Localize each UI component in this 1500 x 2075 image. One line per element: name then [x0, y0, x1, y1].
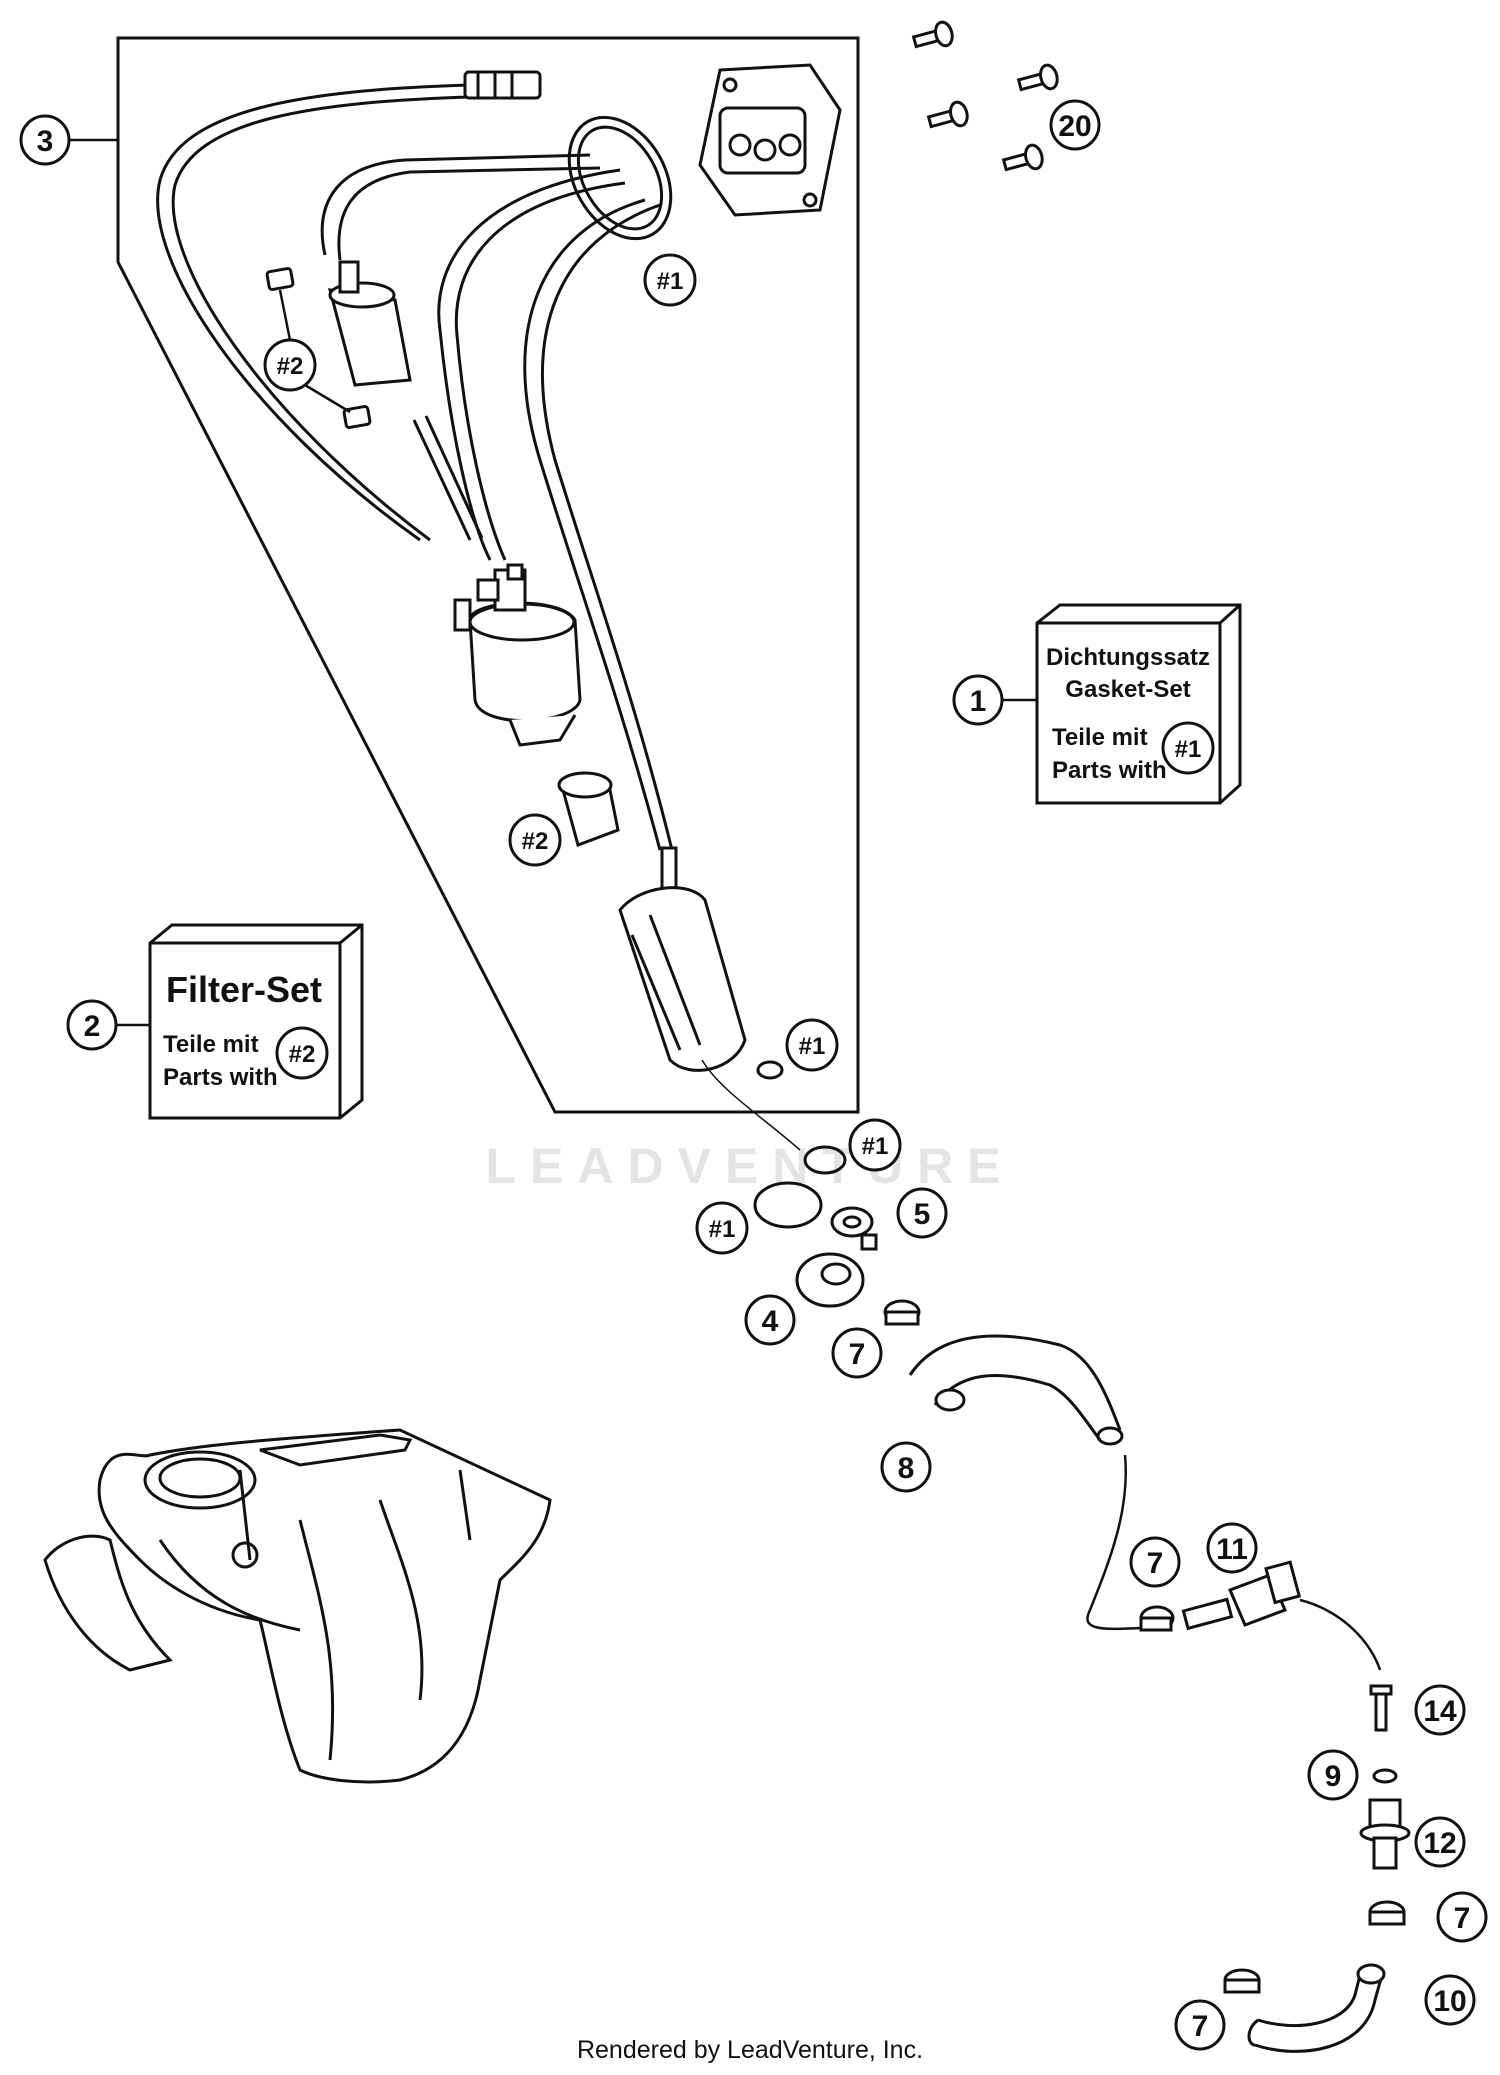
callout-3[interactable]: 3	[19, 114, 118, 166]
flange-seal-ring	[567, 115, 673, 241]
internal-fuel-hoses	[320, 153, 674, 851]
callout-4[interactable]: 4	[744, 1294, 796, 1346]
hose-clamp-lower-right	[1368, 1900, 1406, 1926]
fuel-line-thin	[1086, 1454, 1141, 1631]
svg-text:#1: #1	[709, 1216, 736, 1243]
fuel-hose-10	[1247, 1963, 1386, 2053]
filter-set-box: Filter-Set Teile mit Parts with #2	[148, 923, 364, 1120]
retaining-pin	[1369, 1684, 1393, 1732]
svg-text:#2: #2	[289, 1041, 316, 1068]
svg-text:Parts with: Parts with	[163, 1064, 278, 1091]
hose-clamp-bottom-left	[1223, 1968, 1261, 1994]
svg-text:9: 9	[1325, 1760, 1342, 1793]
svg-text:3: 3	[37, 125, 54, 158]
svg-text:4: 4	[762, 1305, 779, 1338]
svg-text:Filter-Set: Filter-Set	[166, 969, 322, 1010]
wiring-harness	[156, 70, 542, 542]
svg-text:7: 7	[849, 1338, 866, 1371]
hose-clamp-middle	[1139, 1605, 1175, 1632]
svg-text:#1: #1	[799, 1033, 826, 1060]
callout-7-bottom-left[interactable]: 7	[1174, 1999, 1226, 2051]
fuel-level-sender	[618, 846, 784, 1080]
svg-text:Dichtungssatz: Dichtungssatz	[1046, 644, 1210, 671]
callout-7-upper[interactable]: 7	[831, 1327, 883, 1379]
strainer-sleeve	[557, 771, 620, 847]
pump-assembly-outline	[116, 36, 860, 1114]
o-rings	[753, 1145, 847, 1229]
gasket-set-box: Dichtungssatz Gasket-Set Teile mit Parts…	[1035, 603, 1242, 805]
svg-text:10: 10	[1433, 1985, 1466, 2018]
callout-7-middle[interactable]: 7	[1129, 1536, 1181, 1588]
svg-text:11: 11	[1216, 1533, 1248, 1566]
ref-marker-1-oring-lower[interactable]: #1	[695, 1201, 749, 1255]
fuel-fitting	[830, 1206, 878, 1251]
callout-14[interactable]: 14	[1414, 1684, 1466, 1736]
svg-text:#1: #1	[862, 1133, 889, 1160]
callout-1[interactable]: 1	[952, 674, 1037, 726]
svg-text:#1: #1	[657, 268, 684, 295]
svg-text:1: 1	[970, 685, 987, 718]
ref-marker-2-sleeve[interactable]: #2	[508, 813, 562, 867]
callout-10[interactable]: 10	[1424, 1974, 1476, 2026]
svg-text:Parts with: Parts with	[1052, 757, 1167, 784]
callout-11[interactable]: 11	[1206, 1522, 1258, 1574]
callout-12[interactable]: 12	[1414, 1816, 1466, 1868]
svg-text:7: 7	[1147, 1547, 1164, 1580]
pump-outlet-line	[701, 1059, 801, 1151]
inline-fuel-filter	[265, 260, 412, 429]
callout-2[interactable]: 2	[66, 999, 150, 1051]
svg-text:Teile mit: Teile mit	[163, 1031, 259, 1058]
flange-nut	[795, 1252, 865, 1308]
svg-text:5: 5	[914, 1198, 931, 1231]
ref-marker-2-filter[interactable]: #2	[263, 338, 317, 392]
svg-text:7: 7	[1454, 1902, 1471, 1935]
svg-text:7: 7	[1192, 2010, 1209, 2043]
watermark: LEADVENTURE	[485, 1138, 1014, 1194]
svg-text:8: 8	[898, 1452, 915, 1485]
svg-text:#1: #1	[1175, 736, 1202, 763]
svg-text:#2: #2	[522, 828, 549, 855]
svg-text:12: 12	[1423, 1827, 1456, 1860]
coupler-line	[1299, 1598, 1382, 1671]
svg-text:#2: #2	[277, 353, 304, 380]
svg-text:2: 2	[84, 1010, 101, 1043]
ref-marker-1-flange[interactable]: #1	[643, 253, 697, 307]
svg-text:14: 14	[1423, 1695, 1457, 1728]
fuel-hose-8	[908, 1334, 1124, 1446]
svg-text:Gasket-Set: Gasket-Set	[1065, 676, 1190, 703]
footer-credit: Rendered by LeadVenture, Inc.	[576, 2036, 924, 2064]
callout-7-lower-right[interactable]: 7	[1436, 1891, 1488, 1943]
pump-flange	[698, 63, 842, 217]
quick-coupler	[1181, 1560, 1302, 1631]
fuel-pump-body	[453, 563, 582, 747]
flange-screws	[911, 20, 1059, 172]
callout-20[interactable]: 20	[1049, 99, 1101, 151]
svg-text:Teile mit: Teile mit	[1052, 724, 1148, 751]
svg-text:20: 20	[1058, 110, 1091, 143]
hose-clamp-upper	[883, 1299, 921, 1326]
filter-leader-lines	[278, 289, 351, 414]
callout-8[interactable]: 8	[880, 1441, 932, 1493]
callout-9[interactable]: 9	[1307, 1749, 1359, 1801]
ref-marker-1-oring-upper[interactable]: #1	[848, 1118, 902, 1172]
o-ring-9	[1372, 1768, 1398, 1784]
fuel-tank	[43, 1428, 552, 1784]
hose-connector-12	[1359, 1798, 1411, 1870]
callout-5[interactable]: 5	[896, 1187, 948, 1239]
ref-marker-1-sender[interactable]: #1	[785, 1018, 839, 1072]
